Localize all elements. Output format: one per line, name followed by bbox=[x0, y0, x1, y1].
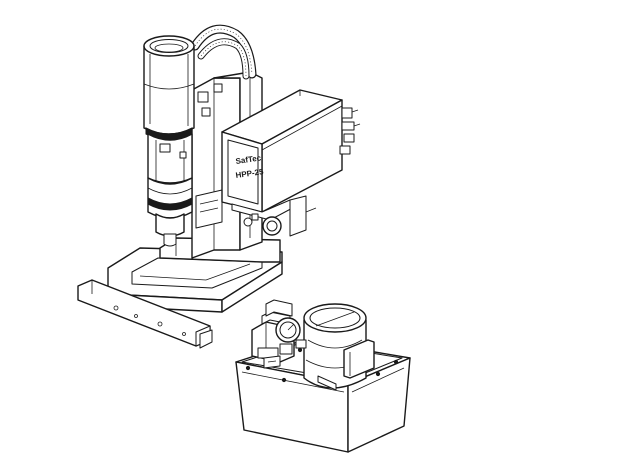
hydraulic-power-unit bbox=[235, 299, 411, 453]
controller-unit: SafTec HPP-25 bbox=[221, 89, 361, 237]
spindle-cylinder bbox=[143, 35, 195, 247]
side-rail bbox=[77, 279, 213, 349]
controller-label-model: HPP-25 bbox=[235, 167, 265, 180]
cable-hose bbox=[190, 24, 257, 80]
controller-label-brand: SafTec bbox=[235, 153, 262, 166]
